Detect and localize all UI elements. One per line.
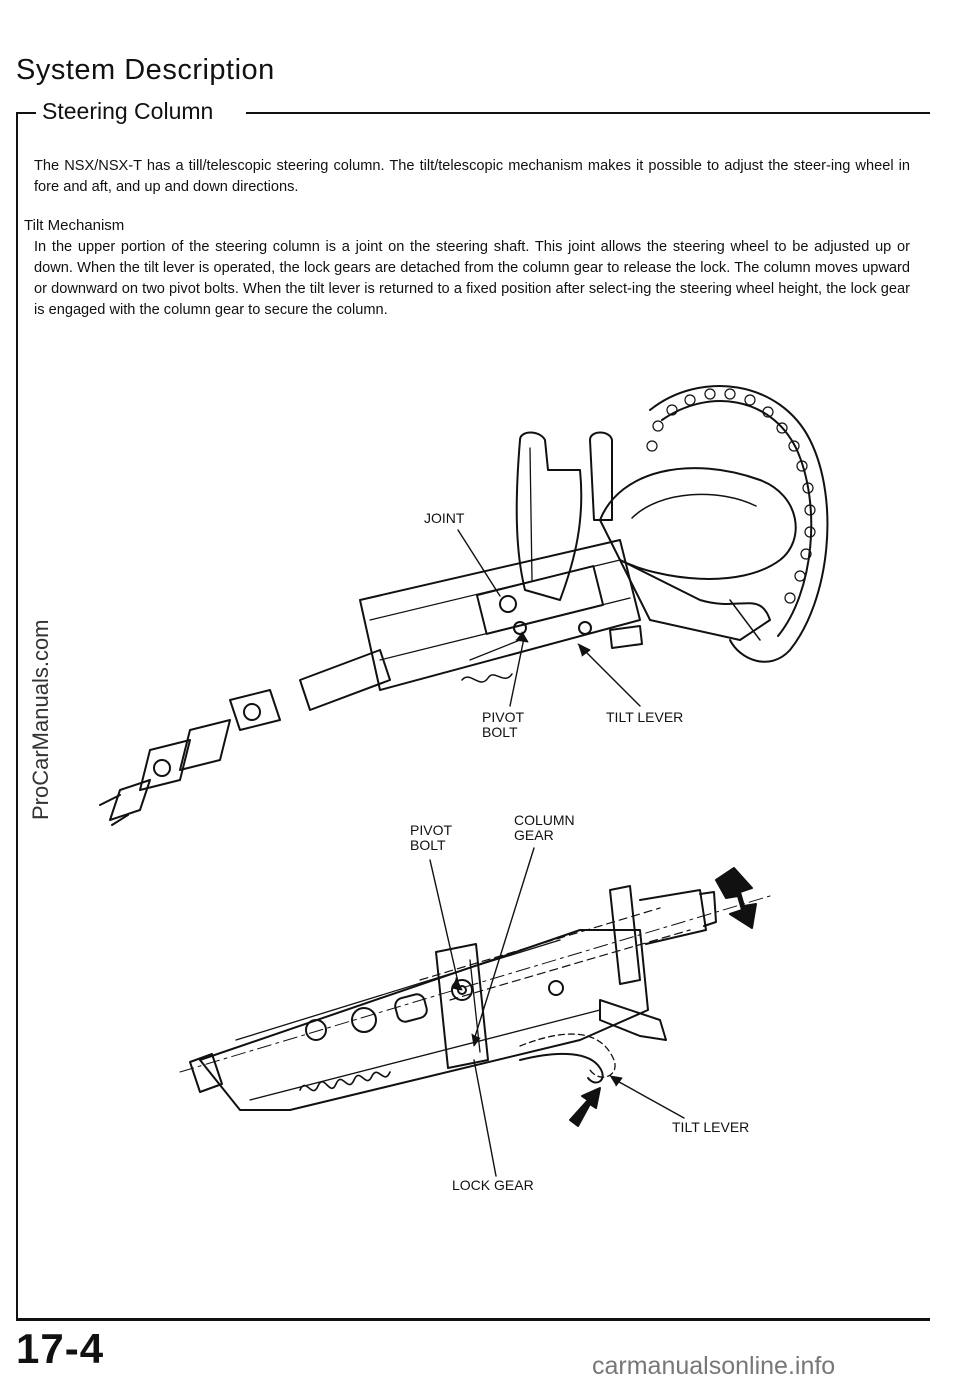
label-joint: JOINT (424, 510, 465, 526)
label-pivot-bolt-bottom: PIVOT BOLT (410, 822, 453, 853)
section-title: Steering Column (42, 98, 220, 125)
page-number: 17-4 (16, 1325, 105, 1372)
page-title: System Description (16, 54, 275, 86)
watermark-bottom: carmanualsonline.info (592, 1352, 836, 1380)
intro-paragraph: The NSX/NSX-T has a till/telescopic stee… (34, 158, 910, 195)
subsection-heading: Tilt Mechanism (24, 217, 125, 234)
label-tilt-lever-top: TILT LEVER (606, 709, 684, 725)
body-paragraph: In the upper portion of the steering col… (34, 239, 910, 318)
label-column-gear: COLUMN GEAR (514, 812, 575, 843)
label-tilt-lever-bottom: TILT LEVER (672, 1119, 750, 1135)
label-lock-gear: LOCK GEAR (452, 1177, 534, 1193)
frame-line-bottom (16, 1318, 930, 1321)
watermark-side: ProCarManuals.com (28, 619, 53, 820)
frame-line-top (246, 112, 930, 114)
frame-line-left (16, 112, 18, 1320)
label-pivot-bolt-top: PIVOT BOLT (482, 709, 525, 740)
frame-line-top-left (16, 112, 36, 114)
